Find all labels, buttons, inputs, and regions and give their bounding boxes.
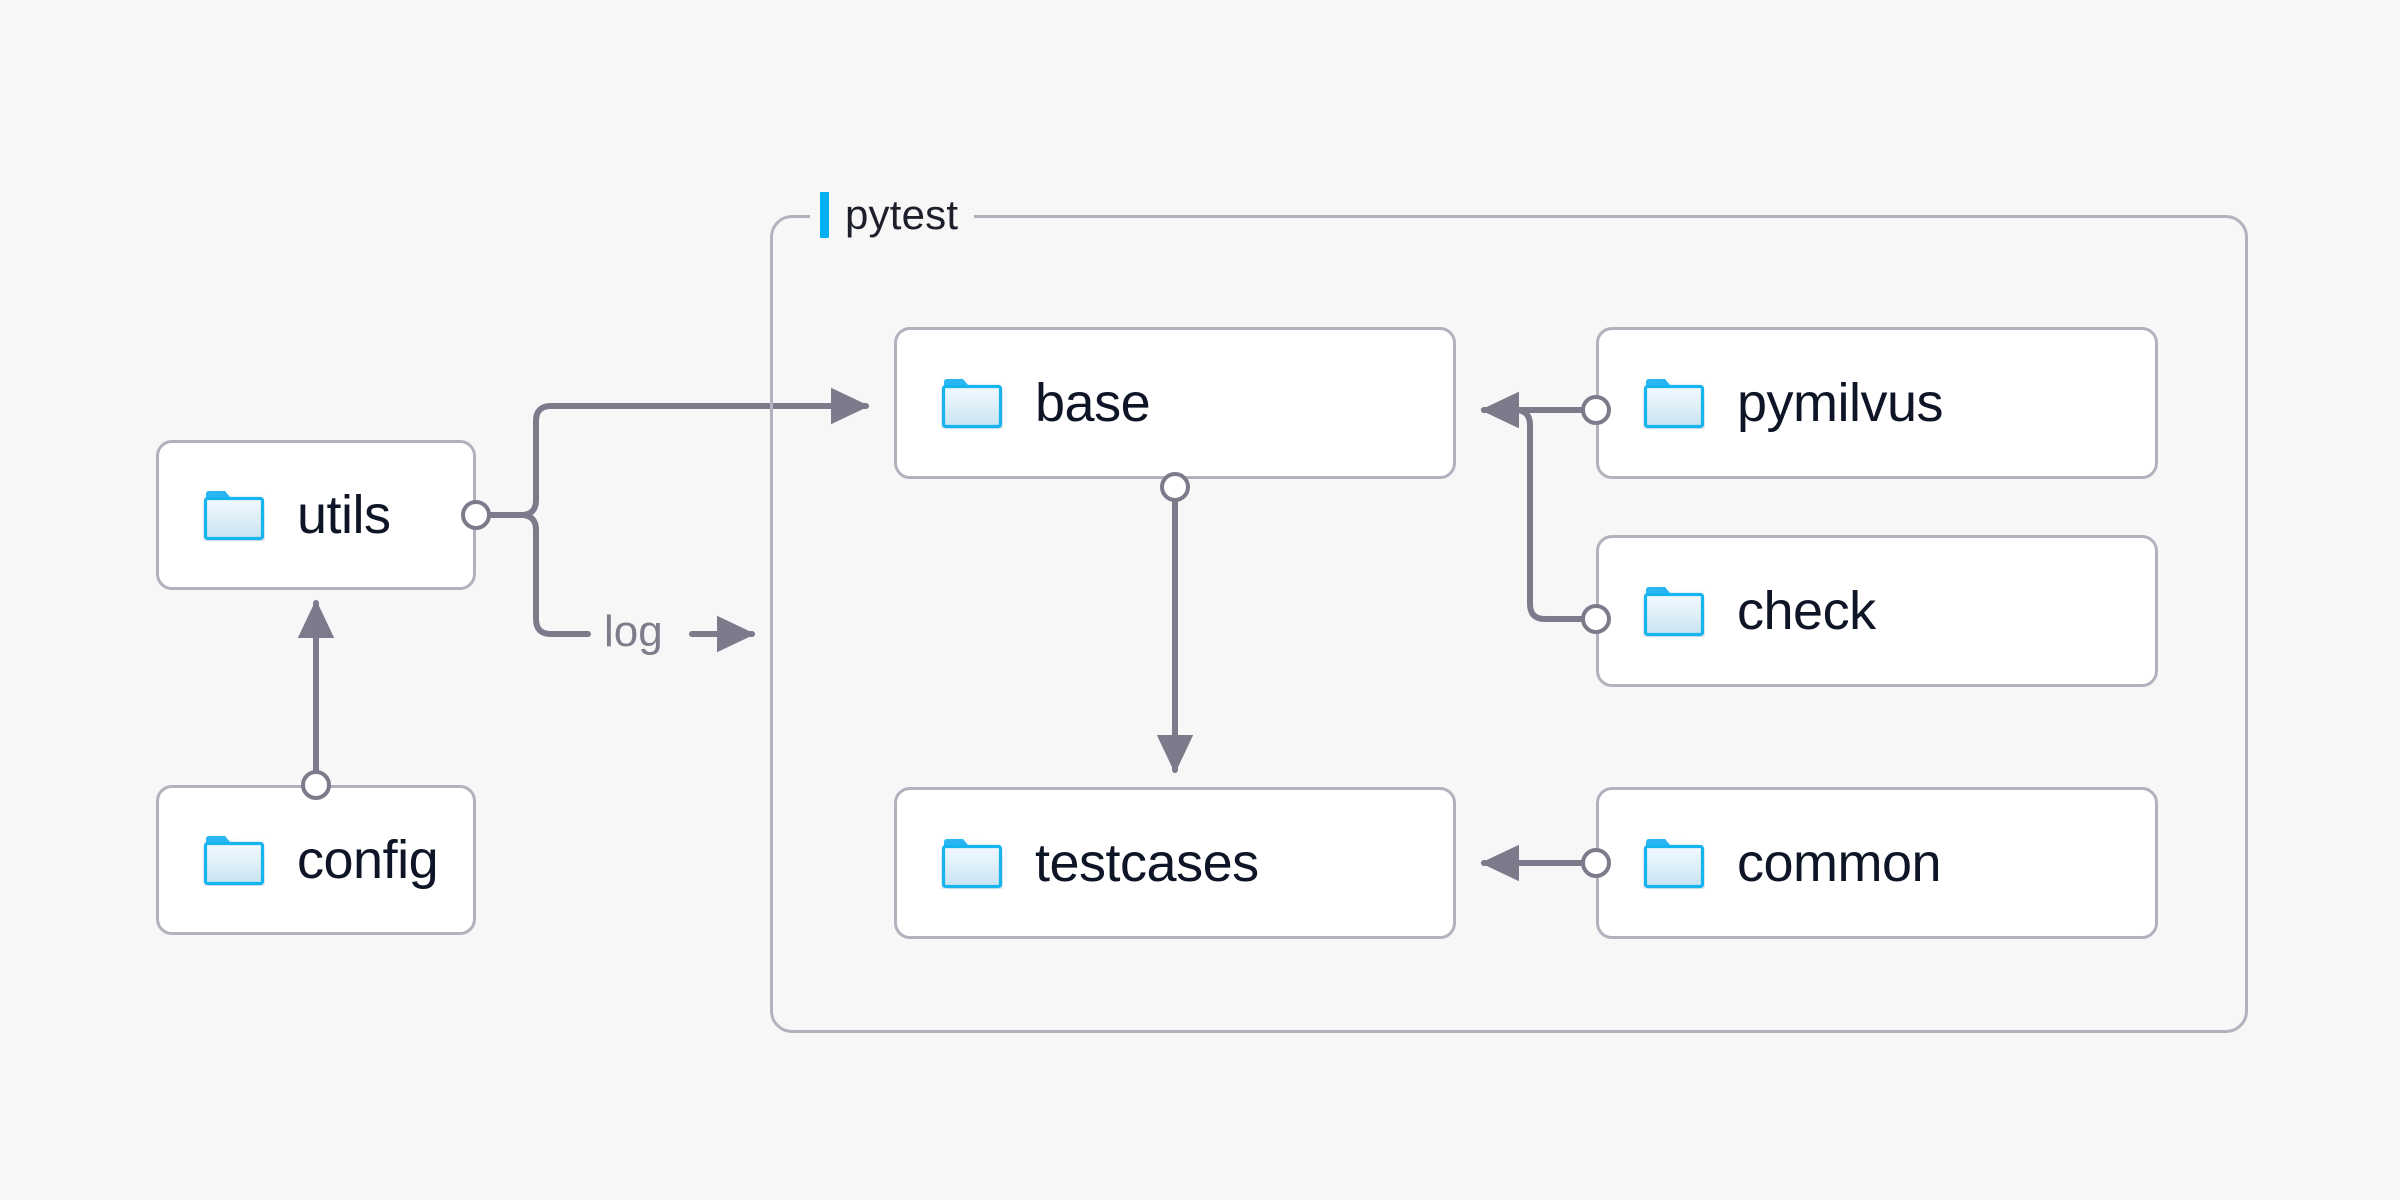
folder-icon	[203, 491, 265, 541]
folder-icon	[1643, 839, 1705, 889]
node-utils[interactable]: utils	[156, 440, 476, 590]
node-pymilvus[interactable]: pymilvus	[1596, 327, 2158, 479]
port-base-out[interactable]	[1160, 472, 1190, 502]
folder-icon	[1643, 587, 1705, 637]
node-base[interactable]: base	[894, 327, 1456, 479]
folder-icon	[941, 379, 1003, 429]
port-common-out[interactable]	[1581, 848, 1611, 878]
node-check[interactable]: check	[1596, 535, 2158, 687]
port-check-out[interactable]	[1581, 604, 1611, 634]
node-config-label: config	[297, 830, 439, 890]
port-pymilvus-out[interactable]	[1581, 395, 1611, 425]
node-utils-label: utils	[297, 485, 391, 545]
port-config-out[interactable]	[301, 770, 331, 800]
node-check-label: check	[1737, 581, 1876, 641]
folder-icon	[941, 839, 1003, 889]
group-accent-bar	[820, 192, 829, 238]
folder-icon	[1643, 379, 1705, 429]
group-pytest-label: pytest	[810, 188, 975, 242]
node-common[interactable]: common	[1596, 787, 2158, 939]
node-common-label: common	[1737, 833, 1942, 893]
group-pytest-label-text: pytest	[845, 191, 959, 238]
node-config[interactable]: config	[156, 785, 476, 935]
edge-utils-to-pytest-log	[488, 512, 591, 637]
node-testcases[interactable]: testcases	[894, 787, 1456, 939]
node-base-label: base	[1035, 373, 1151, 433]
port-utils-out[interactable]	[461, 500, 491, 530]
edge-label-log: log	[598, 608, 669, 656]
node-pymilvus-label: pymilvus	[1737, 373, 1944, 433]
group-pytest[interactable]	[770, 215, 2248, 1033]
folder-icon	[203, 836, 265, 886]
node-testcases-label: testcases	[1035, 833, 1259, 893]
